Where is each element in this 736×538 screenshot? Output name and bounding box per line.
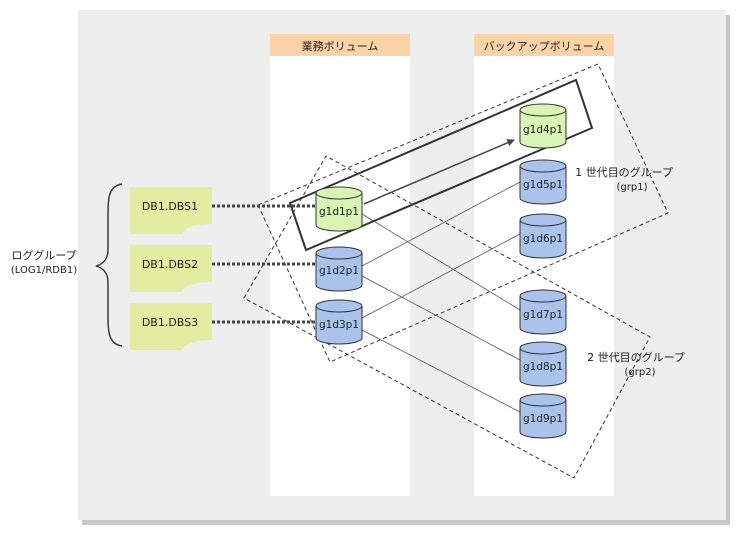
generation-2-outline <box>243 155 651 479</box>
volume-label: g1d2p1 <box>319 265 359 277</box>
business-volume: g1d3p1 <box>315 299 363 345</box>
log-group-brace <box>95 183 123 347</box>
dataset-label: DB1.DBS1 <box>142 200 198 213</box>
dataset-shape <box>130 303 212 350</box>
backup-volume: g1d7p1 <box>519 289 567 335</box>
connector-line <box>361 213 521 311</box>
generation-2-label: 2 世代目のグループ <box>587 350 685 364</box>
backup-volume: g1d4p1 <box>519 103 567 149</box>
business-column-title: 業務ボリューム <box>302 39 379 53</box>
backup-volume: g1d6p1 <box>519 213 567 259</box>
volume-label: g1d3p1 <box>319 319 359 331</box>
business-column-header <box>270 34 410 56</box>
log-group-label: ロググループ <box>11 248 76 262</box>
backup-volume: g1d9p1 <box>519 393 567 439</box>
generation-2-sublabel: (grp2) <box>625 367 656 378</box>
volume-label: g1d4p1 <box>523 124 563 136</box>
backup-volume: g1d5p1 <box>519 159 567 205</box>
backup-volume: g1d8p1 <box>519 341 567 387</box>
dataset-label: DB1.DBS3 <box>142 316 198 329</box>
volume-label: g1d8p1 <box>523 361 563 373</box>
connector-line <box>361 275 521 361</box>
volume-label: g1d9p1 <box>523 413 563 425</box>
business-volume: g1d1p1 <box>315 186 363 232</box>
current-copy-highlight <box>288 78 594 252</box>
backup-column-title: バックアップボリューム <box>484 40 605 53</box>
backup-column-header <box>474 34 614 56</box>
volume-label: g1d5p1 <box>523 179 563 191</box>
dataset-doc: DB1.DBS3 <box>130 303 212 350</box>
volume-label: g1d7p1 <box>523 309 563 321</box>
dataset-label: DB1.DBS2 <box>142 258 198 271</box>
log-group-sublabel: (LOG1/RDB1) <box>11 265 77 276</box>
generation-1-sublabel: (grp1) <box>617 182 648 193</box>
generation-1-outline <box>257 63 669 363</box>
dataset-doc: DB1.DBS2 <box>130 245 212 292</box>
volume-label: g1d1p1 <box>319 206 359 218</box>
dataset-shape <box>130 245 212 292</box>
business-volume: g1d2p1 <box>315 246 363 292</box>
dataset-shape <box>130 187 212 234</box>
generation-1-label: 1 世代目のグループ <box>575 165 673 179</box>
copy-arrow <box>363 139 515 205</box>
connector-line <box>361 181 521 267</box>
dataset-doc: DB1.DBS1 <box>130 187 212 234</box>
connector-line <box>361 233 521 319</box>
connector-line <box>361 329 521 413</box>
volume-label: g1d6p1 <box>523 233 563 245</box>
